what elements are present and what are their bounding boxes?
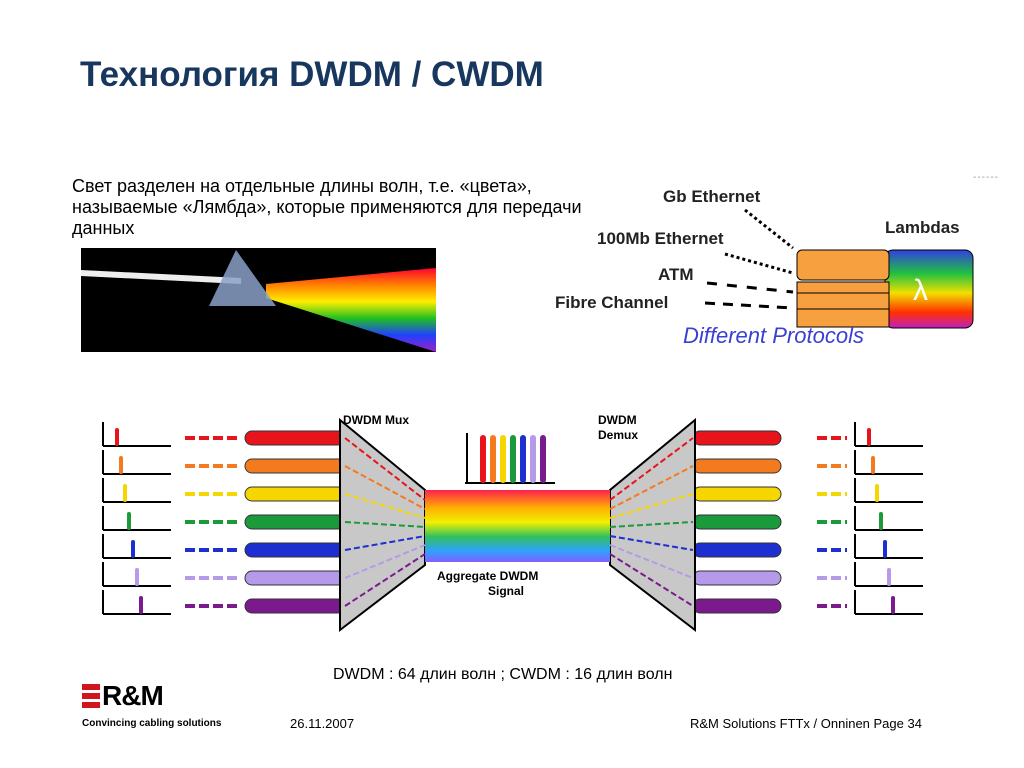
mux-ray — [344, 437, 426, 501]
demux-ray — [609, 544, 694, 579]
mux-ray — [344, 465, 426, 510]
dwdm-diagram: DWDM Mux DWDM Demux Aggregate DWDM Signa… — [102, 413, 923, 633]
input-fiber — [244, 598, 346, 614]
mux-ray — [344, 521, 426, 528]
output-fiber — [692, 430, 782, 446]
footer-date: 26.11.2007 — [290, 716, 355, 731]
wavelength-peak — [891, 596, 895, 614]
demux-ray — [609, 553, 694, 607]
wavelength-peak — [883, 540, 887, 558]
output-fiber — [692, 514, 782, 530]
protocol-label: 100Mb Ethernet — [597, 229, 724, 248]
wavelength-peak — [887, 568, 891, 586]
output-fiber — [692, 598, 782, 614]
demux-ray — [609, 535, 694, 551]
wavelength-peak — [119, 456, 123, 474]
footer-source: R&M Solutions FTTx / Onninen Page 34 — [690, 716, 922, 731]
spectrum-peak — [490, 435, 496, 483]
wavelength-peak — [123, 484, 127, 502]
wavelength-peak — [131, 540, 135, 558]
output-fiber — [692, 486, 782, 502]
wavelength-note: DWDM : 64 длин волн ; CWDM : 16 длин вол… — [333, 666, 673, 683]
rm-logo: R&M — [82, 680, 164, 712]
mux-label: DWDM Mux — [343, 413, 409, 427]
wavelength-peak — [115, 428, 119, 446]
output-fiber — [692, 542, 782, 558]
spectrum-graph — [465, 433, 555, 484]
wavelength-peak — [871, 456, 875, 474]
lambdas-label: Lambdas — [885, 218, 960, 237]
prism-illustration — [81, 250, 436, 352]
input-fiber — [244, 430, 346, 446]
output-fiber — [692, 570, 782, 586]
output-fiber — [692, 458, 782, 474]
intro-text: Свет разделен на отдельные длины волн, т… — [72, 176, 582, 238]
wavelength-peak — [127, 512, 131, 530]
wavelength-peak — [867, 428, 871, 446]
decorative-dots: ------ — [973, 172, 999, 183]
wavelength-peak — [135, 568, 139, 586]
wavelength-peak — [879, 512, 883, 530]
demux-ray — [609, 521, 694, 528]
demux-ray — [609, 437, 694, 501]
demux-block — [609, 417, 696, 633]
demux-label: DWDM — [598, 413, 637, 427]
input-fiber — [244, 458, 346, 474]
input-fiber — [244, 542, 346, 558]
input-fiber — [244, 486, 346, 502]
prism-image — [81, 248, 436, 352]
logo-bars-icon — [82, 684, 100, 708]
demux-ray — [609, 465, 694, 510]
mux-ray — [344, 493, 426, 519]
wavelength-peak — [139, 596, 143, 614]
aggregate-signal-band — [425, 490, 610, 562]
logo-text: R&M — [102, 680, 164, 711]
aggregate-label: Signal — [488, 584, 524, 598]
protocol-label: Gb Ethernet — [663, 187, 761, 206]
spectrum-peak — [530, 435, 536, 483]
lambda-icon: λ — [913, 274, 928, 307]
protocols-diagram: Gb Ethernet 100Mb Ethernet ATM Fibre Cha… — [555, 187, 974, 348]
spectrum-peak — [510, 435, 516, 483]
mux-ray — [344, 544, 426, 579]
input-fiber — [244, 570, 346, 586]
mux-ray — [344, 535, 426, 551]
demux-label: Demux — [598, 428, 638, 442]
tagline: Convincing cabling solutions — [82, 718, 222, 729]
protocol-label: Fibre Channel — [555, 293, 668, 312]
mux-ray — [344, 553, 426, 607]
demux-ray — [609, 493, 694, 519]
protocol-label: ATM — [658, 265, 694, 284]
spectrum-peak — [480, 435, 486, 483]
spectrum-peak — [500, 435, 506, 483]
spectrum-peak — [520, 435, 526, 483]
slide-title: Технология DWDM / CWDM — [80, 55, 544, 94]
wavelength-peak — [875, 484, 879, 502]
protocols-caption: Different Protocols — [683, 323, 864, 348]
input-fiber — [244, 514, 346, 530]
spectrum-peak — [540, 435, 546, 483]
aggregate-label: Aggregate DWDM — [437, 569, 538, 583]
